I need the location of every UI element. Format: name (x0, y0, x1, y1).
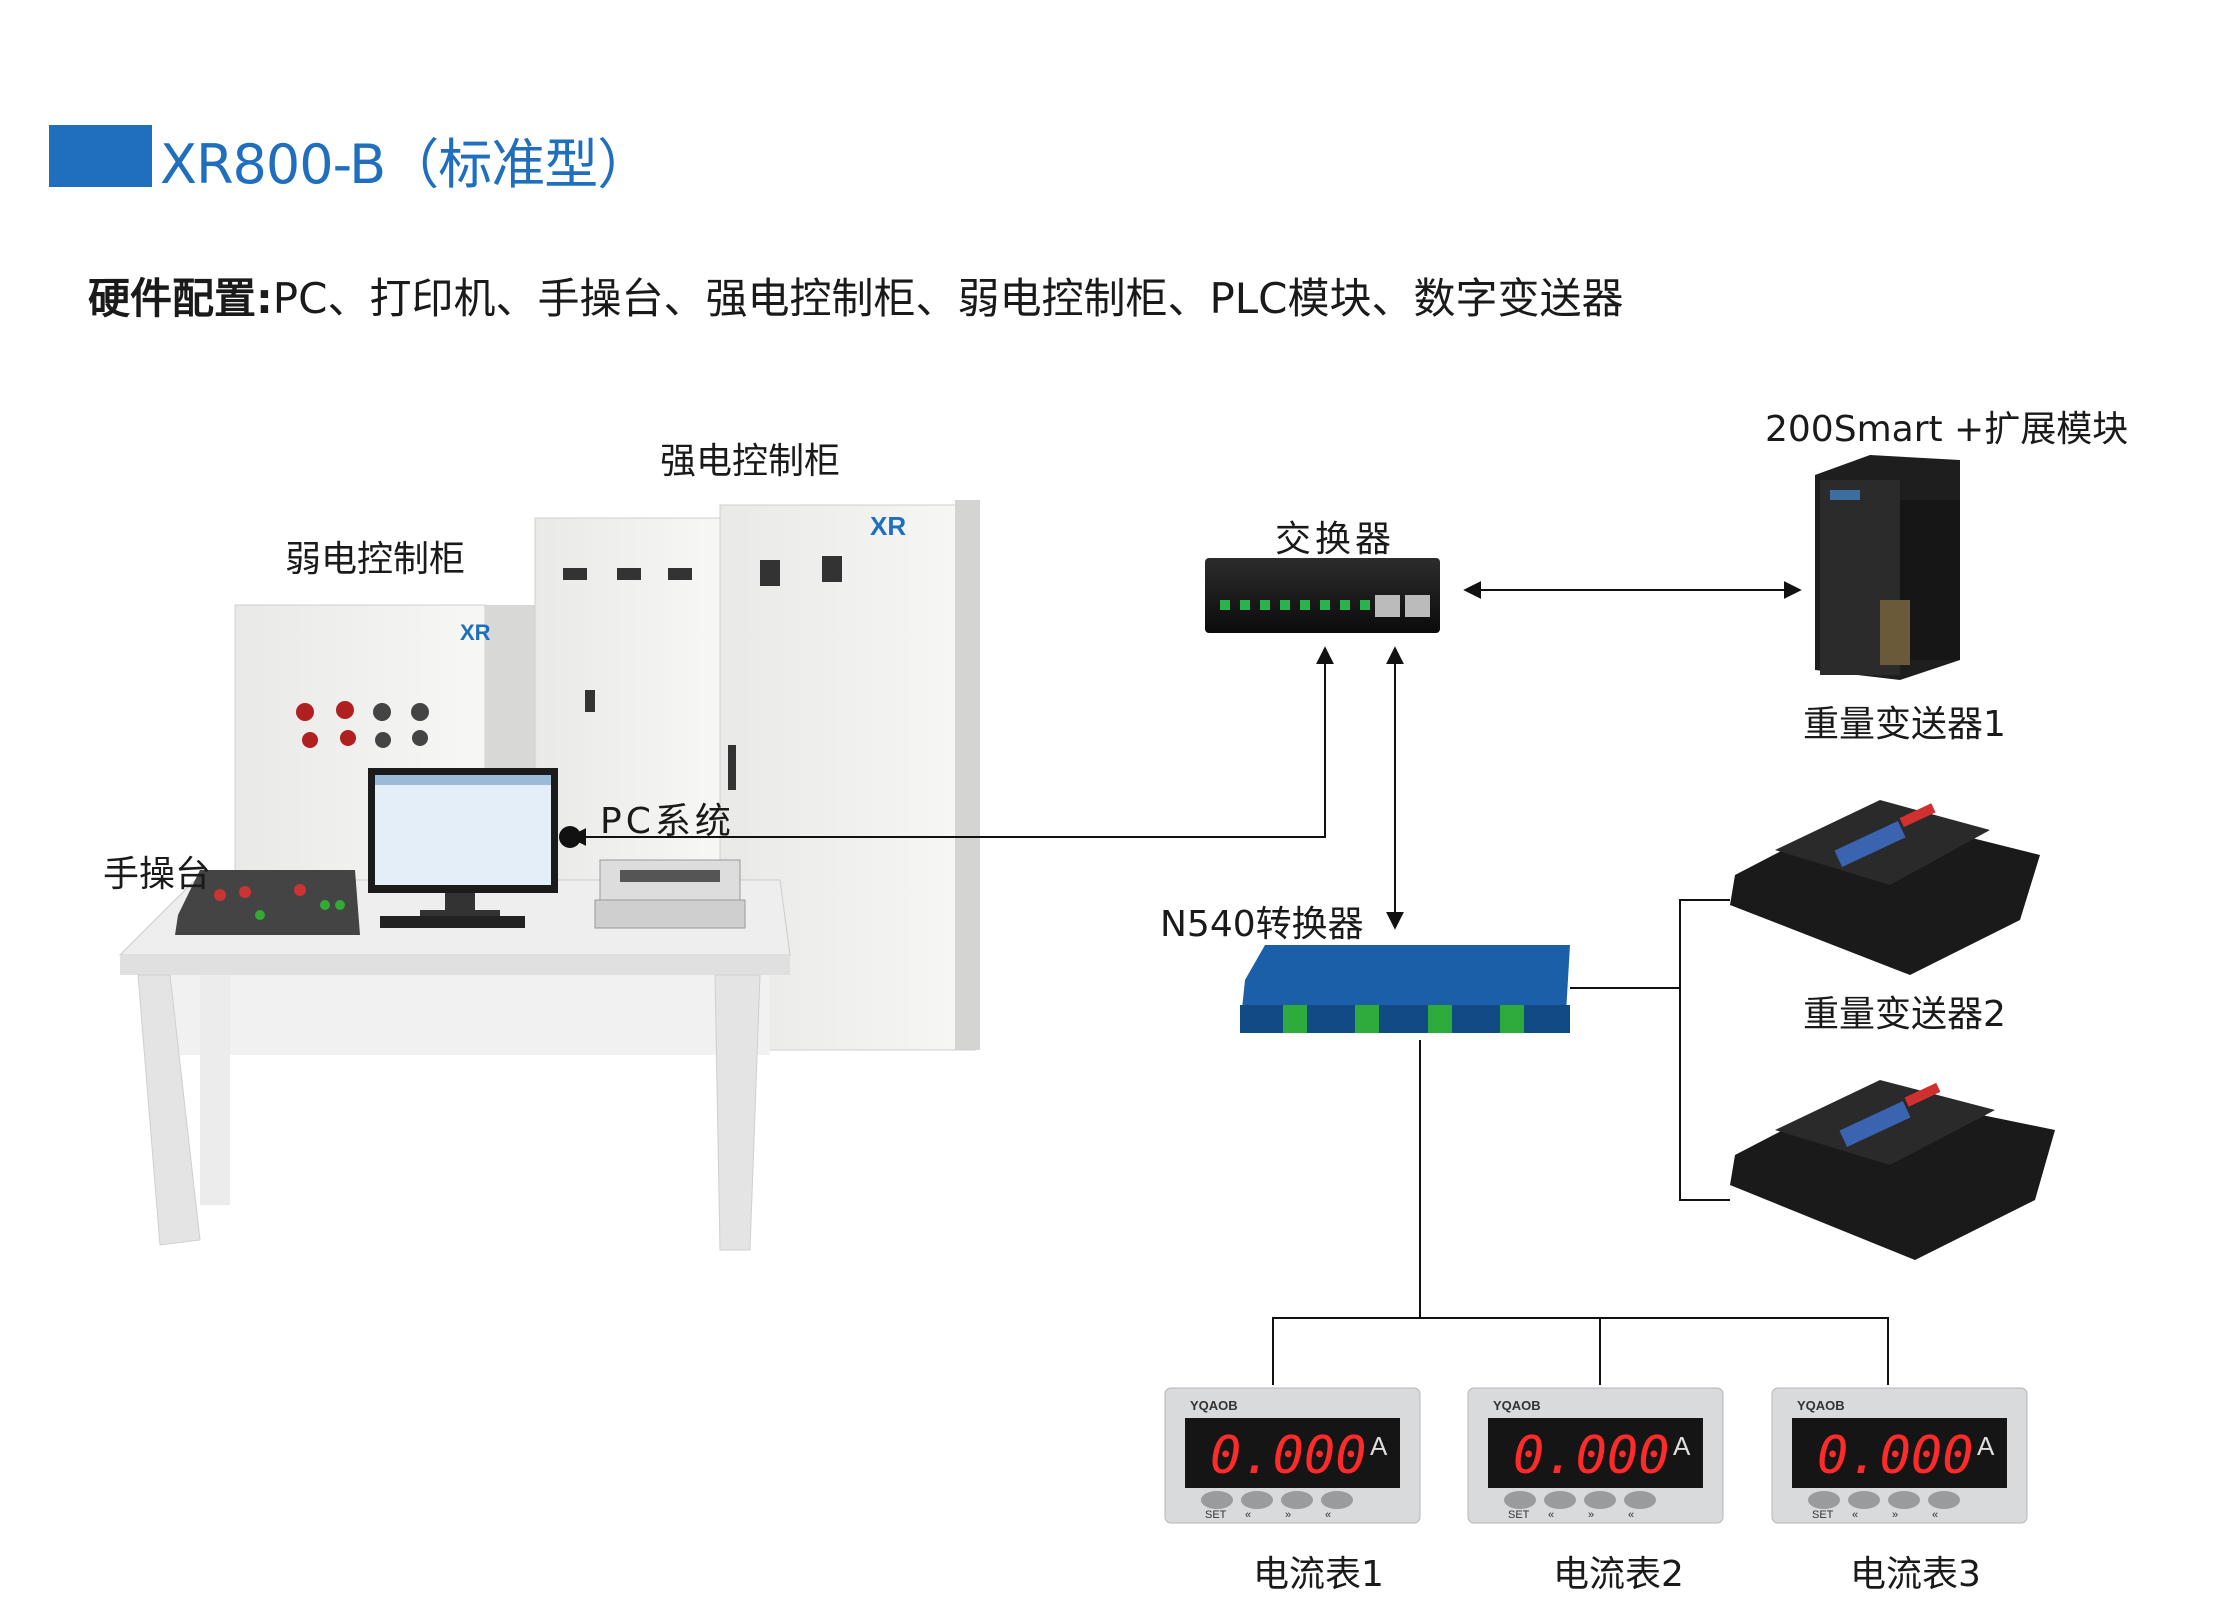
meter-button (1544, 1491, 1576, 1509)
meter-button-label: « (1628, 1509, 1634, 1521)
connection-dot-icon (559, 826, 581, 848)
meter-button-label: « (1932, 1509, 1938, 1521)
label-plc: 200Smart +扩展模块 (1765, 409, 2129, 450)
meter-button (1808, 1491, 1840, 1509)
meter-button-label: SET (1812, 1509, 1834, 1521)
meter-brand: YQAOB (1493, 1398, 1541, 1413)
label-pc-system: PC系统 (600, 801, 735, 842)
svg-text:XR: XR (460, 620, 491, 645)
label-strong-cabinet: 强电控制柜 (660, 441, 841, 482)
meter-button (1321, 1491, 1353, 1509)
meter-unit: A (1370, 1431, 1388, 1461)
meter-button-label: « (1245, 1509, 1251, 1521)
header-accent-block (49, 125, 152, 187)
label-transmitter-2: 重量变送器2 (1803, 994, 2006, 1035)
n540-converter (1240, 945, 1570, 1033)
hardware-config-line: 硬件配置:PC、打印机、手操台、强电控制柜、弱电控制柜、PLC模块、数字变送器 (88, 265, 1624, 326)
label-converter: N540转换器 (1160, 904, 1364, 945)
svg-text:XR: XR (870, 511, 906, 541)
label-hand-console: 手操台 (103, 854, 212, 895)
meter-button (1504, 1491, 1536, 1509)
meter-button (1928, 1491, 1960, 1509)
weight-transmitter-2 (1730, 1080, 2055, 1260)
meter-button-label: « (1852, 1509, 1858, 1521)
label-meter-3: 电流表3 (1850, 1554, 1981, 1595)
meter-button (1281, 1491, 1313, 1509)
label-switch: 交换器 (1275, 519, 1396, 560)
meter-button-label: SET (1508, 1509, 1530, 1521)
meter-button-label: « (1548, 1509, 1554, 1521)
weight-transmitter-1 (1730, 800, 2040, 975)
arrow-icon (568, 646, 1334, 846)
meter-button-label: SET (1205, 1509, 1227, 1521)
page-title: XR800-B（标准型） (160, 133, 651, 196)
meter-button (1888, 1491, 1920, 1509)
meter-unit: A (1977, 1431, 1995, 1461)
meter-reading: 0.000 (1513, 1426, 1670, 1486)
label-weak-cabinet: 弱电控制柜 (285, 539, 466, 580)
meter-brand: YQAOB (1190, 1398, 1238, 1413)
meter-reading: 0.000 (1817, 1426, 1974, 1486)
meter-button-label: » (1588, 1509, 1594, 1521)
meter-button-label: » (1892, 1509, 1898, 1521)
plc-module (1815, 455, 1960, 680)
meter-button (1241, 1491, 1273, 1509)
config-items: PC、打印机、手操台、强电控制柜、弱电控制柜、PLC模块、数字变送器 (272, 274, 1624, 323)
connection-lines (568, 581, 1889, 1385)
meter-unit: A (1673, 1431, 1691, 1461)
meter-button (1201, 1491, 1233, 1509)
meter-button-label: » (1285, 1509, 1291, 1521)
config-label: 硬件配置: (88, 274, 273, 323)
meter-button-label: « (1325, 1509, 1331, 1521)
network-switch (1205, 558, 1440, 633)
meter-brand: YQAOB (1797, 1398, 1845, 1413)
meter-button (1848, 1491, 1880, 1509)
label-transmitter-1: 重量变送器1 (1803, 704, 2006, 745)
meter-reading: 0.000 (1210, 1426, 1367, 1486)
meter-button (1584, 1491, 1616, 1509)
label-meter-1: 电流表1 (1253, 1554, 1384, 1595)
meter-button (1624, 1491, 1656, 1509)
operator-desk (118, 768, 791, 1251)
label-meter-2: 电流表2 (1553, 1554, 1684, 1595)
